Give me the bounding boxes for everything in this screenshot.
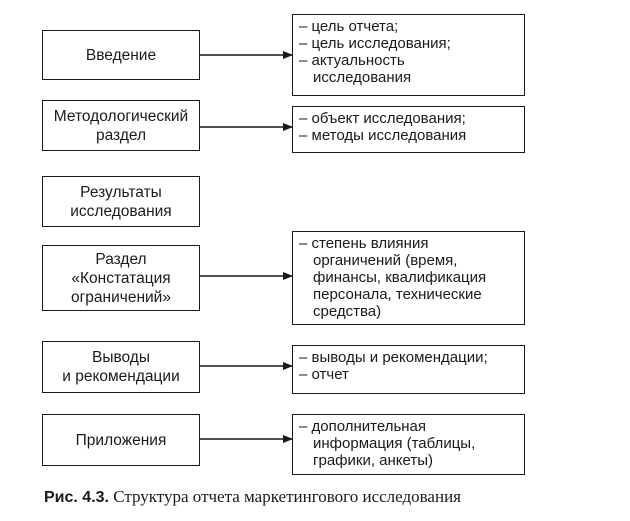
section-title-line: Методологический	[53, 107, 189, 125]
figure-caption: Рис. 4.3. Структура отчета маркетинговог…	[44, 487, 461, 507]
content-item-continuation: информация (таблицы,	[313, 435, 476, 452]
content-item: – цель отчета;	[299, 18, 399, 35]
caption-label: Рис. 4.3.	[44, 489, 109, 506]
content-item-continuation: средства)	[313, 303, 382, 320]
section-title-line: ограничений»	[71, 288, 171, 306]
content-item: – методы исследования	[299, 127, 467, 144]
content-item: – объект исследования;	[299, 110, 466, 127]
section-box-conclusions: Выводы и рекомендации	[42, 341, 200, 393]
section-box-intro: Введение	[42, 30, 200, 80]
section-title-line: Введение	[85, 46, 157, 64]
content-box-method: – объект исследования;– методы исследова…	[292, 106, 525, 153]
content-box-intro: – цель отчета;– цель исследования;– акту…	[292, 14, 525, 96]
content-item-continuation: персонала, технические	[313, 286, 482, 303]
section-title-line: и рекомендации	[62, 368, 180, 385]
section-title-line: Раздел	[95, 250, 147, 268]
content-item: – цель исследования;	[299, 35, 451, 52]
section-box-appendix: Приложения	[42, 414, 200, 466]
content-item-continuation: исследования	[313, 69, 412, 86]
content-item: – дополнительная	[299, 418, 427, 435]
content-item: – отчет	[299, 366, 349, 383]
section-title-line: исследования	[70, 202, 172, 220]
content-item-continuation: графики, анкеты)	[313, 452, 433, 469]
section-title-line: раздел	[95, 126, 147, 144]
content-item-continuation: финансы, квалификация	[313, 269, 487, 286]
section-title-line: Результаты	[80, 183, 162, 201]
caption-text: Структура отчета маркетингового исследов…	[108, 487, 461, 506]
content-box-conclusions: – выводы и рекомендации;– отчет	[292, 345, 525, 394]
content-item: – актуальность	[299, 52, 405, 69]
section-title-line: «Констатация	[71, 269, 171, 287]
content-item: – выводы и рекомендации;	[299, 349, 488, 366]
content-item-continuation: органичений (время,	[313, 252, 458, 269]
section-title-line: Выводы	[91, 349, 150, 366]
content-item: – степень влияния	[299, 235, 429, 252]
section-title-line: Приложения	[75, 431, 167, 449]
